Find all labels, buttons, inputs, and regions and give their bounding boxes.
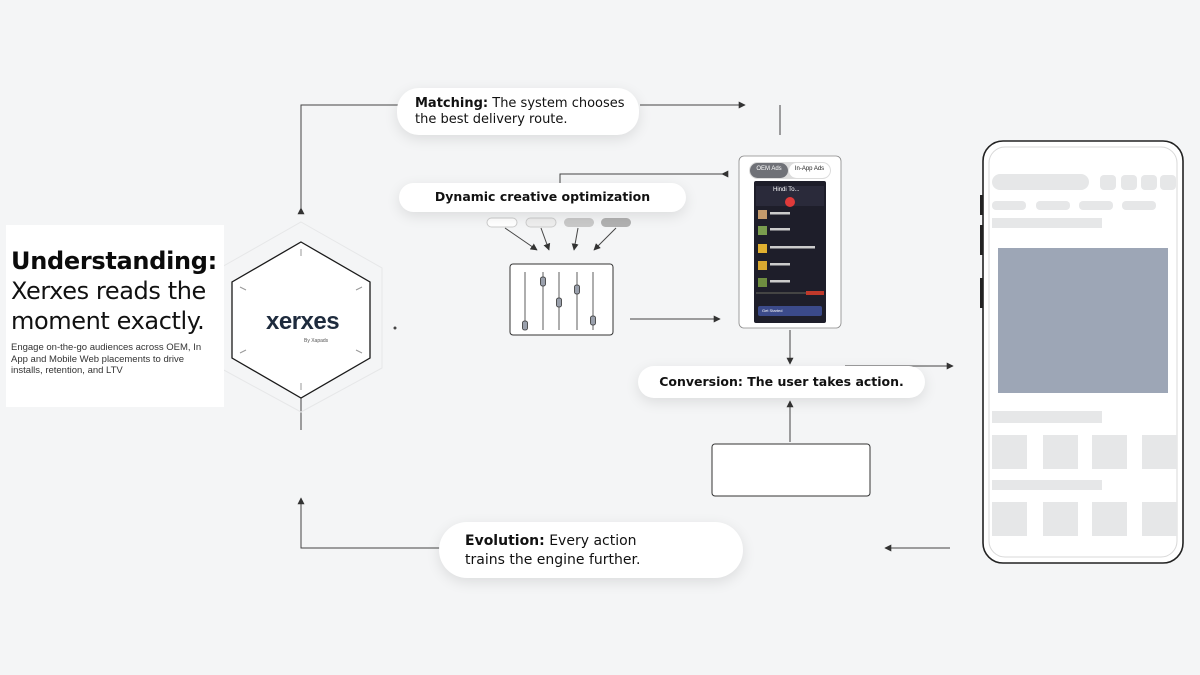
slider-knob-1 <box>522 320 528 331</box>
creative-variant-3 <box>564 218 594 227</box>
tab-oem-ads[interactable]: OEM Ads <box>756 166 782 172</box>
ad-preview-cta[interactable]: Get Started <box>762 308 783 313</box>
understanding-line-2: Xerxes reads the <box>11 277 206 305</box>
xerxes-logo: xerxes <box>266 308 340 335</box>
matching-text-2: the best delivery route. <box>415 112 568 127</box>
understanding-heading: Understanding: <box>11 247 217 275</box>
empty-box <box>711 443 871 497</box>
creative-variant-2 <box>525 217 557 228</box>
slider-knob-2 <box>540 276 546 287</box>
slider-knob-4 <box>574 284 580 295</box>
understanding-line-3: moment exactly. <box>11 307 205 335</box>
ad-slot-placeholder <box>998 248 1168 393</box>
slider-knob-3 <box>556 297 562 308</box>
evolution-pill: Evolution: Every action trains the engin… <box>439 522 743 578</box>
conversion-pill: Conversion: The user takes action. <box>638 366 925 398</box>
creative-variant-4 <box>601 218 631 227</box>
ad-preview-screen <box>738 155 842 329</box>
evolution-text-2: trains the engine further. <box>465 552 641 568</box>
evolution-label: Evolution: <box>465 533 545 549</box>
creative-variant-1 <box>486 217 518 228</box>
dco-pill: Dynamic creative optimization <box>399 183 686 212</box>
evolution-text-1: Every action <box>549 533 637 549</box>
arrow-to-dco <box>559 170 729 184</box>
tab-in-app-ads[interactable]: In-App Ads <box>794 166 825 172</box>
arrow-to-matching <box>297 104 420 215</box>
xerxes-logo-sub: By Xapads <box>304 338 329 344</box>
ad-preview-title: Hindi To... <box>773 187 800 193</box>
dco-label: Dynamic creative optimization <box>434 189 651 204</box>
matching-pill: Matching: The system chooses the best de… <box>397 88 639 135</box>
slider-knob-5 <box>590 315 596 326</box>
device-mockup <box>980 140 1184 564</box>
xerxes-hexagon <box>231 241 371 399</box>
conversion-label: Conversion: The user takes action. <box>659 374 904 389</box>
matching-label: Matching: <box>415 96 489 111</box>
matching-text-1: The system chooses <box>492 96 625 111</box>
arrow-to-hexagon <box>297 497 440 549</box>
understanding-description: Engage on-the-go audiences across OEM, I… <box>11 342 202 376</box>
understanding-panel: Understanding: Xerxes reads the moment e… <box>6 225 224 407</box>
